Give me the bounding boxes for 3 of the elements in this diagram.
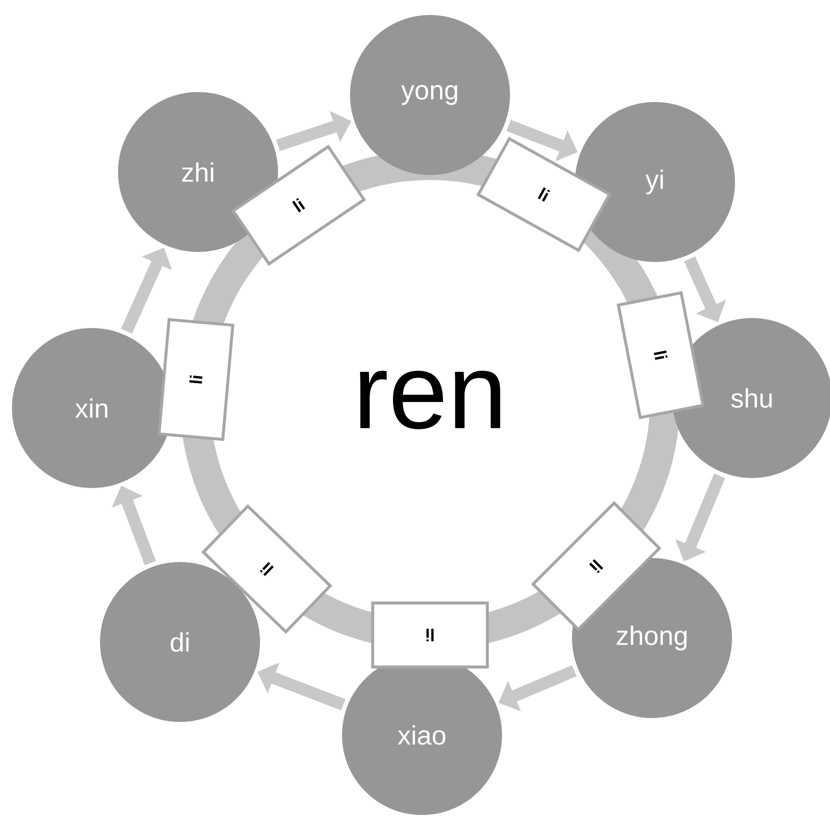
- label-box: li: [157, 318, 234, 441]
- label-box: li: [616, 291, 705, 420]
- label-box: li: [371, 602, 489, 668]
